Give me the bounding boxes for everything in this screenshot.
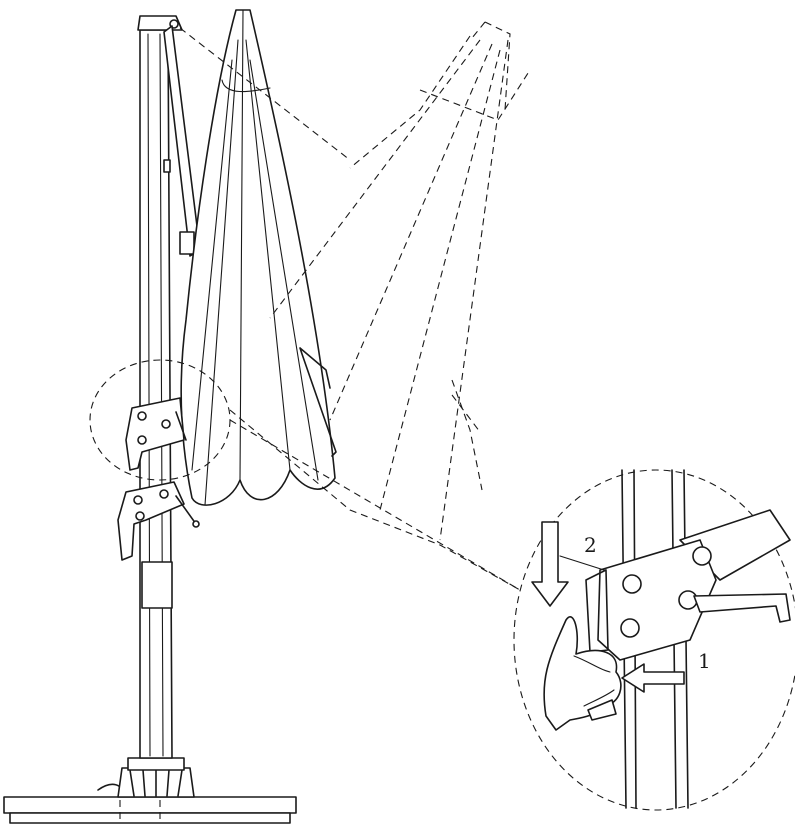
umbrella-base (3, 783, 297, 824)
step2-leader (559, 555, 605, 571)
detail-circle-upper (89, 359, 231, 481)
open-canopy-outline (179, 21, 531, 591)
step-2-label: 2 (584, 533, 597, 557)
detail-circle (513, 469, 795, 811)
umbrella-arm (163, 25, 201, 257)
umbrella-pole (137, 15, 183, 759)
step-1-label: 1 (698, 649, 711, 673)
lock-lever (117, 481, 200, 561)
pole-foot-collar (117, 757, 195, 798)
closed-canopy (180, 9, 337, 506)
arrow-down-icon (531, 521, 569, 607)
detail-leader-line (229, 419, 521, 591)
arrow-left-icon (621, 663, 685, 693)
